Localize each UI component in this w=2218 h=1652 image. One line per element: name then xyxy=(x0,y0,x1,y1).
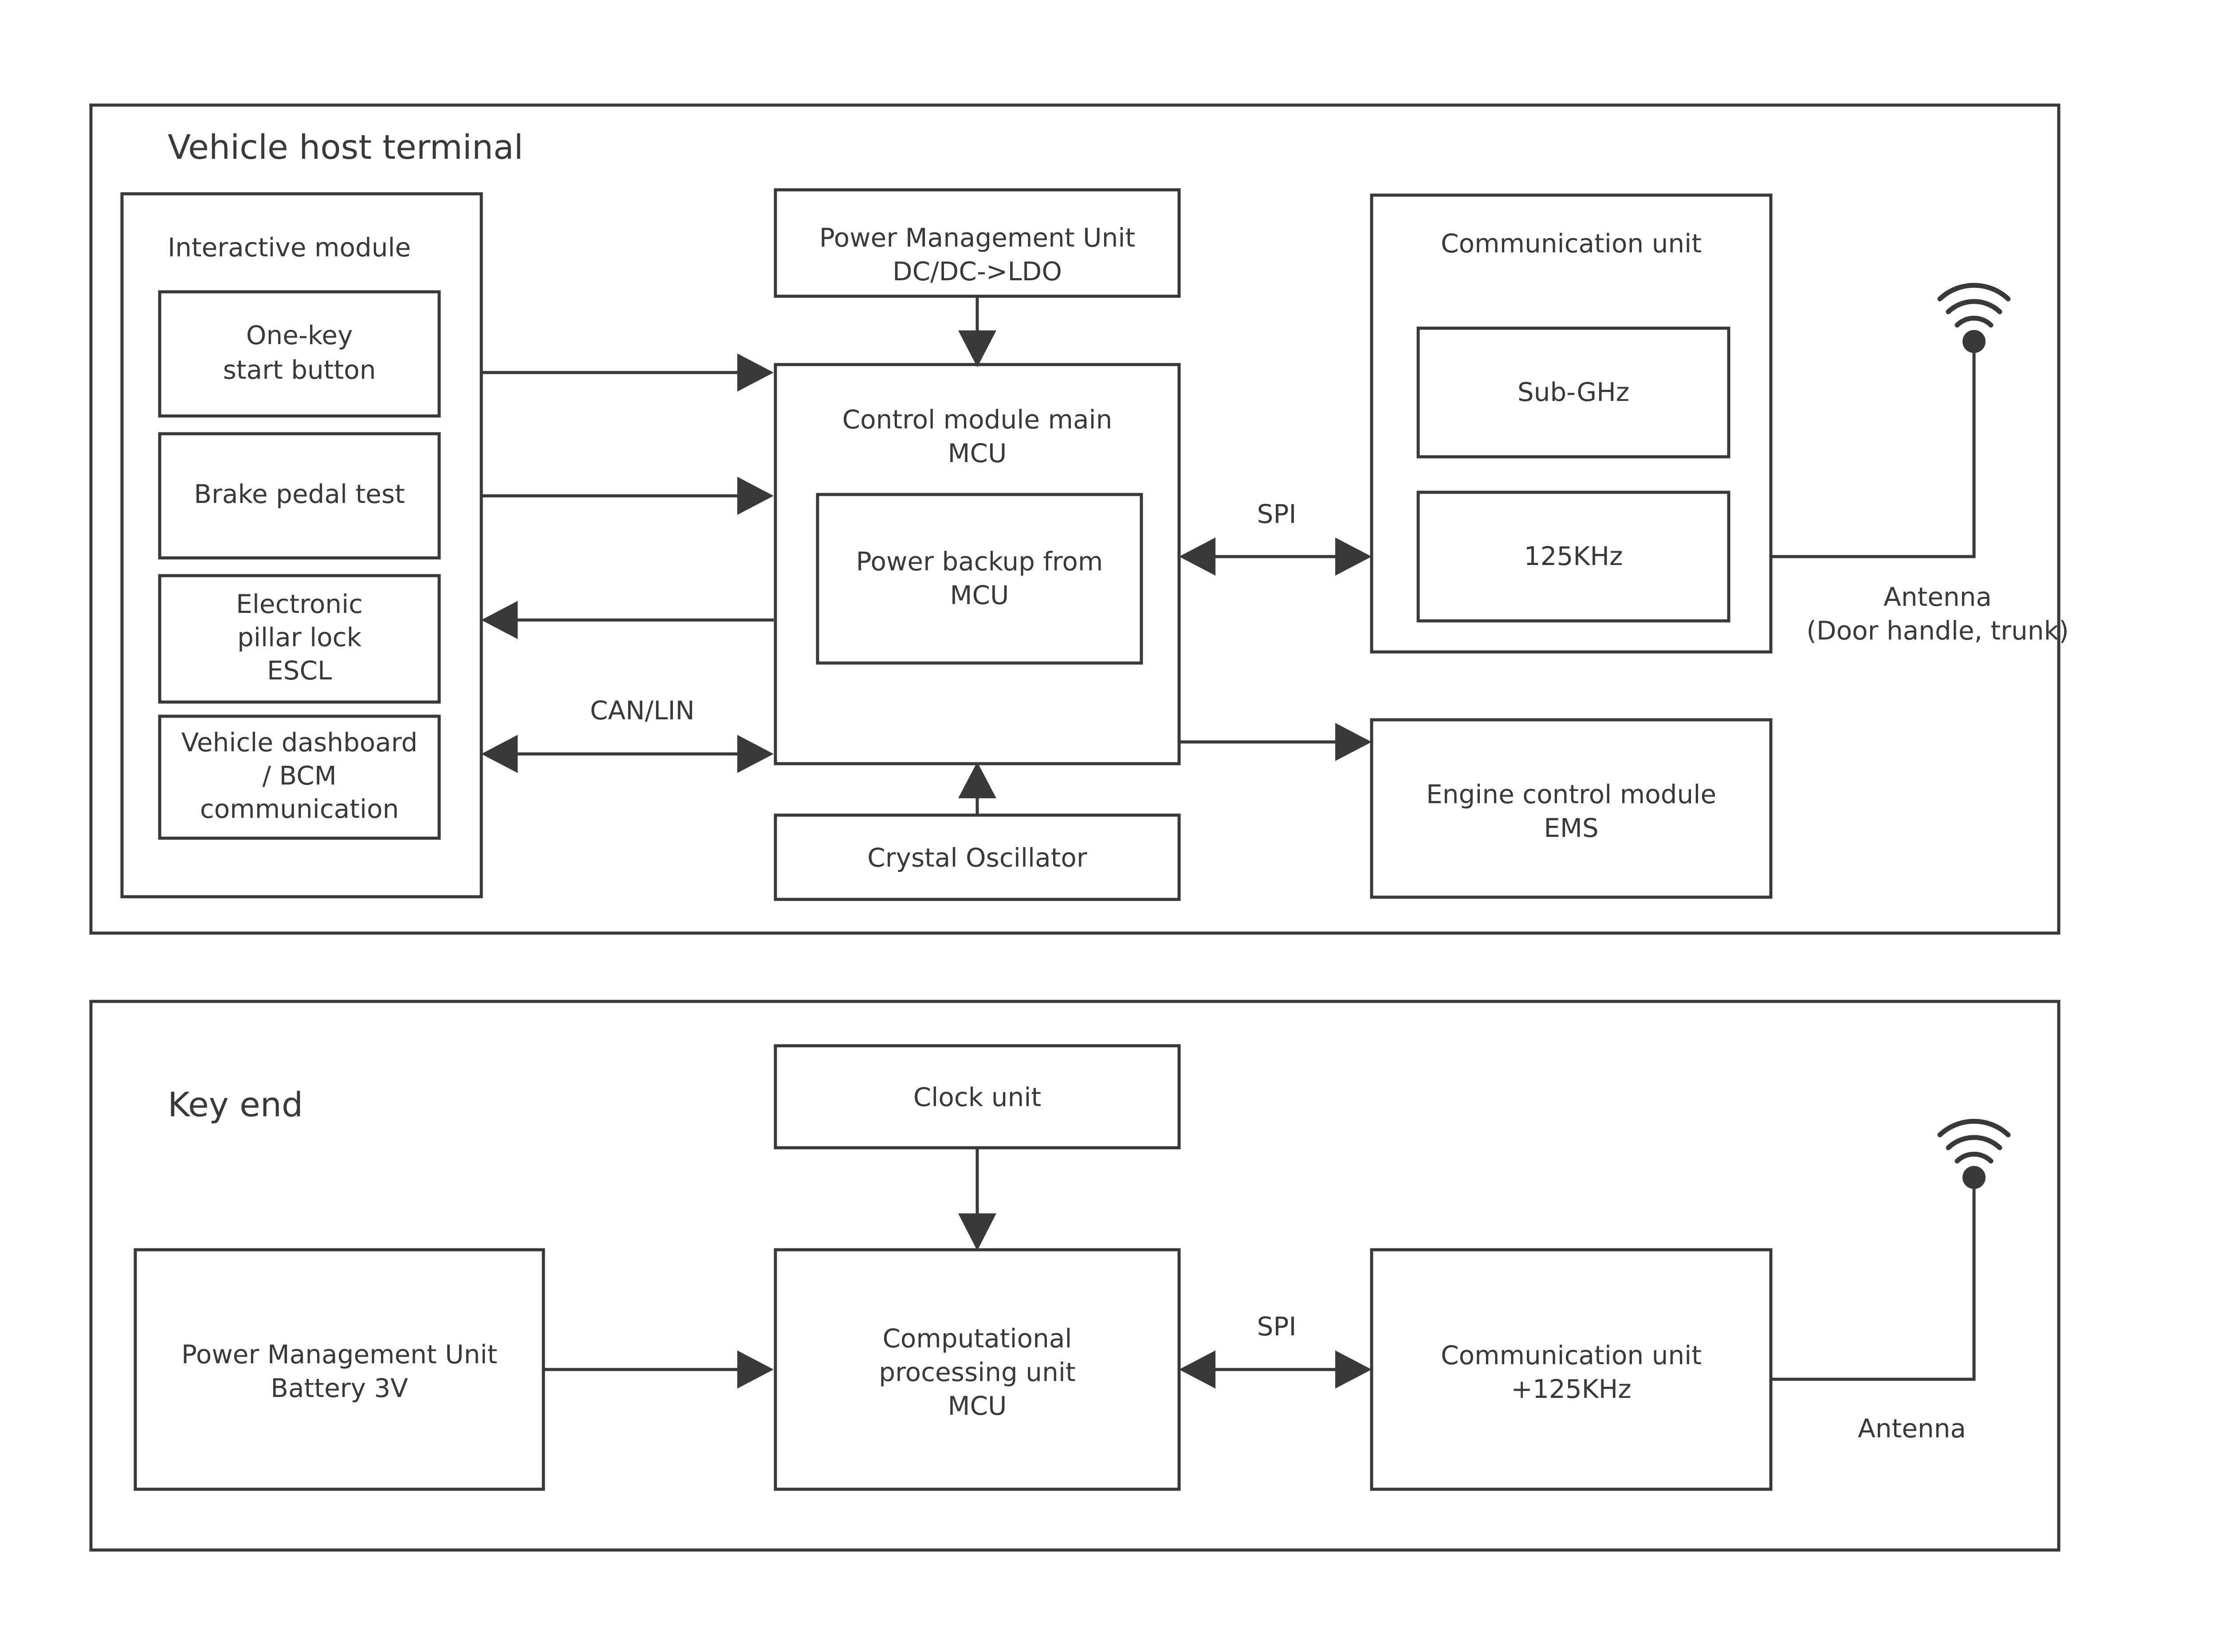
key-end-title: Key end xyxy=(168,1085,303,1124)
crystal-oscillator-label: Crystal Oscillator xyxy=(867,843,1087,873)
spi-edge-label-key: SPI xyxy=(1257,1311,1297,1342)
vehicle-dashboard-bcm-label-line2: / BCM xyxy=(262,761,336,791)
sub-ghz-label: Sub-GHz xyxy=(1518,377,1629,407)
key-communication-unit-label-line1: Communication unit xyxy=(1441,1340,1702,1370)
arrowhead-spi-right xyxy=(1335,538,1372,576)
computational-processing-unit-label-line3: MCU xyxy=(948,1391,1007,1421)
key-communication-unit-label-line2: +125KHz xyxy=(1511,1374,1631,1404)
engine-control-module-label-line2: EMS xyxy=(1544,813,1599,843)
host-antenna-label-line1: Antenna xyxy=(1884,582,1992,612)
control-module-main-mcu-label-line2: MCU xyxy=(948,438,1007,468)
power-management-unit-label-line2: DC/DC->LDO xyxy=(893,256,1062,286)
interactive-module-title: Interactive module xyxy=(168,232,411,263)
one-key-start-button-label-line2: start button xyxy=(223,355,376,385)
antenna-wifi-icon xyxy=(1937,283,2011,353)
key-power-management-unit-box[interactable] xyxy=(134,1248,545,1491)
vehicle-dashboard-bcm-label-line3: communication xyxy=(200,794,399,824)
key-power-management-unit-label-line2: Battery 3V xyxy=(271,1373,408,1403)
crystal-oscillator-box[interactable] xyxy=(774,813,1181,901)
sub-ghz-box[interactable] xyxy=(1416,326,1730,459)
electronic-pillar-lock-label-line1: Electronic xyxy=(236,589,363,619)
khz-125-box[interactable] xyxy=(1416,490,1730,623)
power-management-unit-box[interactable] xyxy=(774,188,1181,298)
arrowhead-pmu-to-mcu xyxy=(958,330,996,367)
khz-125-label: 125KHz xyxy=(1524,541,1623,571)
arrowhead-crystal-to-mcu xyxy=(958,762,996,798)
key-power-management-unit-label-line1: Power Management Unit xyxy=(181,1339,497,1369)
computational-processing-unit-box[interactable] xyxy=(774,1248,1181,1491)
one-key-start-button-label-line1: One-key xyxy=(246,320,353,350)
key-communication-unit-box[interactable] xyxy=(1370,1248,1773,1491)
engine-control-module-label-line1: Engine control module xyxy=(1426,779,1716,809)
host-antenna-wire xyxy=(1771,339,1976,558)
brake-pedal-test-label: Brake pedal test xyxy=(194,479,405,509)
arrowhead-dashboard-right xyxy=(737,735,774,773)
vehicle-host-terminal-title: Vehicle host terminal xyxy=(168,127,523,167)
electronic-pillar-lock-label-line3: ESCL xyxy=(267,655,332,686)
vehicle-dashboard-bcm-label-line1: Vehicle dashboard xyxy=(181,727,418,757)
key-antenna-wire xyxy=(1771,1175,1976,1381)
clock-unit-label: Clock unit xyxy=(913,1082,1041,1112)
communication-unit-title: Communication unit xyxy=(1441,228,1702,259)
arrowhead-spi-left xyxy=(1179,538,1215,576)
one-key-start-button-box[interactable] xyxy=(158,290,441,418)
arrowhead-dashboard-left xyxy=(481,735,518,773)
arrowhead-brake-to-mcu xyxy=(737,477,774,515)
spi-edge-label-host: SPI xyxy=(1257,499,1297,529)
electronic-pillar-lock-label-line2: pillar lock xyxy=(237,622,362,652)
electronic-pillar-lock-box[interactable] xyxy=(158,574,441,704)
arrowhead-key-spi-left xyxy=(1179,1350,1215,1389)
computational-processing-unit-label-line1: Computational xyxy=(882,1323,1072,1354)
power-backup-from-mcu-box[interactable] xyxy=(816,493,1143,665)
power-backup-from-mcu-label-line2: MCU xyxy=(950,580,1009,610)
can-lin-edge-label: CAN/LIN xyxy=(590,695,695,726)
arrowhead-mcu-to-ems xyxy=(1335,723,1372,761)
antenna-wifi-icon xyxy=(1937,1118,2011,1189)
vehicle-dashboard-bcm-box[interactable] xyxy=(158,714,441,840)
computational-processing-unit-label-line2: processing unit xyxy=(879,1357,1075,1387)
power-backup-from-mcu-label-line1: Power backup from xyxy=(856,546,1103,577)
arrowhead-onekey-to-mcu xyxy=(737,353,774,392)
arrowhead-clock-to-cpu xyxy=(958,1213,996,1251)
engine-control-module-box[interactable] xyxy=(1370,718,1773,899)
arrowhead-keypmu-to-cpu xyxy=(737,1350,774,1389)
brake-pedal-test-box[interactable] xyxy=(158,432,441,560)
power-management-unit-label-line1: Power Management Unit xyxy=(819,223,1135,253)
control-module-main-mcu-label-line1: Control module main xyxy=(842,404,1113,435)
host-antenna-label-line2: (Door handle, trunk) xyxy=(1806,616,2069,646)
arrowhead-mcu-to-escl xyxy=(481,601,518,639)
key-antenna-label: Antenna xyxy=(1858,1413,1966,1444)
arrowhead-key-spi-right xyxy=(1335,1350,1372,1389)
